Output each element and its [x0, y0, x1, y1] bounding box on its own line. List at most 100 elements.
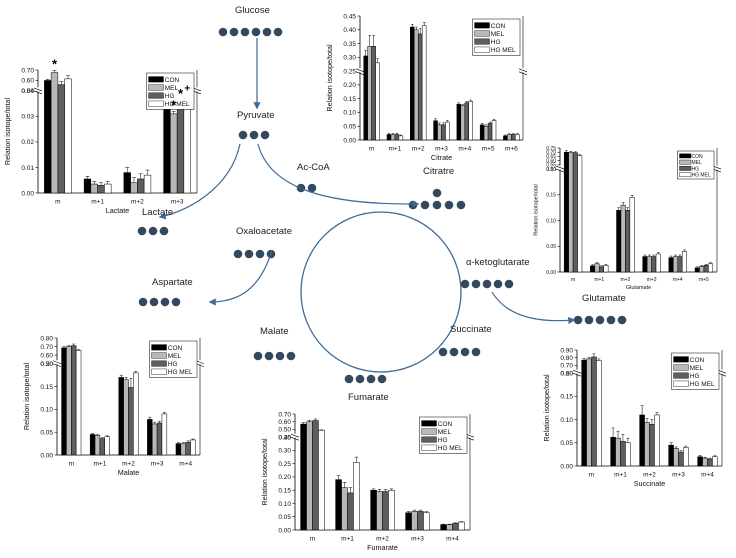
- carbon-dot: [273, 27, 283, 37]
- axis-break-mark: [290, 433, 300, 438]
- carbon-dot: [456, 200, 466, 210]
- x-tick-label: m: [589, 472, 594, 479]
- bar-hg-mel: [458, 521, 465, 531]
- legend-swatch: [148, 100, 164, 107]
- carbon-dot: [171, 297, 181, 307]
- bar-hg: [649, 423, 655, 467]
- label-glucose: Glucose: [235, 5, 270, 16]
- bar-mel: [414, 29, 419, 141]
- carbon-dot: [255, 249, 265, 259]
- axis-break-mark: [195, 363, 205, 368]
- legend-label: CON: [692, 154, 704, 160]
- bar-mel: [376, 491, 383, 531]
- legend-swatch: [474, 22, 490, 29]
- bar-hg: [651, 256, 657, 273]
- x-tick-label: m+2: [412, 146, 425, 153]
- legend-swatch: [421, 444, 437, 451]
- bar-mel: [507, 134, 512, 141]
- carbon-dot: [444, 200, 454, 210]
- bar-con: [433, 120, 438, 141]
- bar-hg: [572, 152, 578, 273]
- bar-mel: [594, 263, 600, 273]
- carbon-dot: [244, 249, 254, 259]
- axis-break-mark: [717, 369, 727, 374]
- y-tick-label: 0.60: [546, 158, 556, 164]
- legend-swatch: [679, 159, 692, 165]
- x-tick-label: m+3: [411, 536, 424, 543]
- y-tick-label: 0.50: [278, 427, 291, 434]
- legend-label: CON: [491, 23, 506, 30]
- legend-swatch: [148, 76, 164, 83]
- y-tick-label: 0.70: [560, 363, 573, 370]
- y-tick-label: 0.55: [546, 163, 556, 169]
- legend-label: HG MEL: [438, 445, 463, 452]
- carbon-dot: [240, 27, 250, 37]
- carbon-dot: [286, 351, 296, 361]
- legend-swatch: [421, 436, 437, 443]
- bar-con: [694, 267, 700, 273]
- bar-mel: [151, 423, 158, 456]
- carbon-dot: [159, 226, 169, 236]
- bar-mel: [620, 204, 626, 273]
- y-tick-label: 0.80: [560, 355, 573, 362]
- legend-label: HG MEL: [165, 101, 190, 108]
- y-axis-title: Relation isotope/total: [533, 184, 539, 235]
- bar-con: [479, 124, 485, 141]
- bar-hg: [176, 104, 185, 194]
- x-axis-title: Fumarate: [367, 543, 398, 552]
- carbon-dot: [617, 315, 627, 325]
- carbon-dot: [606, 315, 616, 325]
- axis-break-mark: [465, 433, 475, 438]
- bar-con: [590, 265, 596, 273]
- legend-swatch: [474, 38, 490, 45]
- bar-hg: [382, 491, 389, 531]
- x-tick-label: m+4: [701, 472, 714, 479]
- y-tick-label: 0.00: [560, 463, 573, 470]
- axis-break-mark: [518, 68, 528, 73]
- carbon-dot: [233, 249, 243, 259]
- axis-break-mark: [192, 90, 202, 95]
- bar-hg: [347, 492, 354, 531]
- bar-mel: [411, 511, 418, 531]
- dots-alpha-ketoglutarate: [460, 279, 514, 289]
- y-tick-label: 0.03: [21, 114, 34, 121]
- x-tick-label: m+5: [482, 146, 495, 153]
- legend-swatch: [151, 368, 167, 375]
- bar-hg-mel: [143, 174, 152, 194]
- legend-swatch: [679, 153, 692, 159]
- carbon-dot: [460, 279, 470, 289]
- legend-label: HG MEL: [168, 369, 193, 376]
- bar-con: [123, 172, 131, 194]
- bar-mel: [367, 46, 372, 141]
- bar-mel: [702, 457, 708, 467]
- bar-hg: [137, 178, 145, 194]
- bar-mel: [568, 151, 574, 273]
- bar-hg: [707, 458, 713, 467]
- x-tick-label: m+4: [673, 277, 683, 283]
- label-alpha-ketoglutarate: α-ketoglutarate: [466, 257, 530, 268]
- bar-hg-mel: [468, 101, 473, 141]
- bar-con: [61, 347, 67, 456]
- arrow-oxaloacetate-to-aspartate: [208, 249, 273, 306]
- dots-fumarate: [344, 374, 387, 384]
- significance-mark: *: [52, 57, 58, 72]
- x-axis-title: Succinate: [634, 479, 666, 488]
- bar-con: [456, 103, 462, 141]
- x-tick-label: m+3: [151, 461, 164, 468]
- axis-break-mark: [192, 87, 202, 92]
- bar-con: [697, 456, 703, 467]
- bar-hg: [511, 134, 516, 141]
- y-tick-label: 0.20: [343, 82, 356, 89]
- bar-con: [335, 479, 342, 531]
- y-tick-label: 0.15: [546, 193, 556, 199]
- label-acetyl-coa: Ac-CoA: [297, 162, 330, 173]
- carbon-dot: [238, 130, 248, 140]
- significance-mark: *: [171, 97, 177, 112]
- legend-swatch: [151, 344, 167, 351]
- y-tick-label: 0.50: [40, 361, 53, 368]
- carbon-dot: [355, 374, 365, 384]
- bar-con: [386, 134, 392, 141]
